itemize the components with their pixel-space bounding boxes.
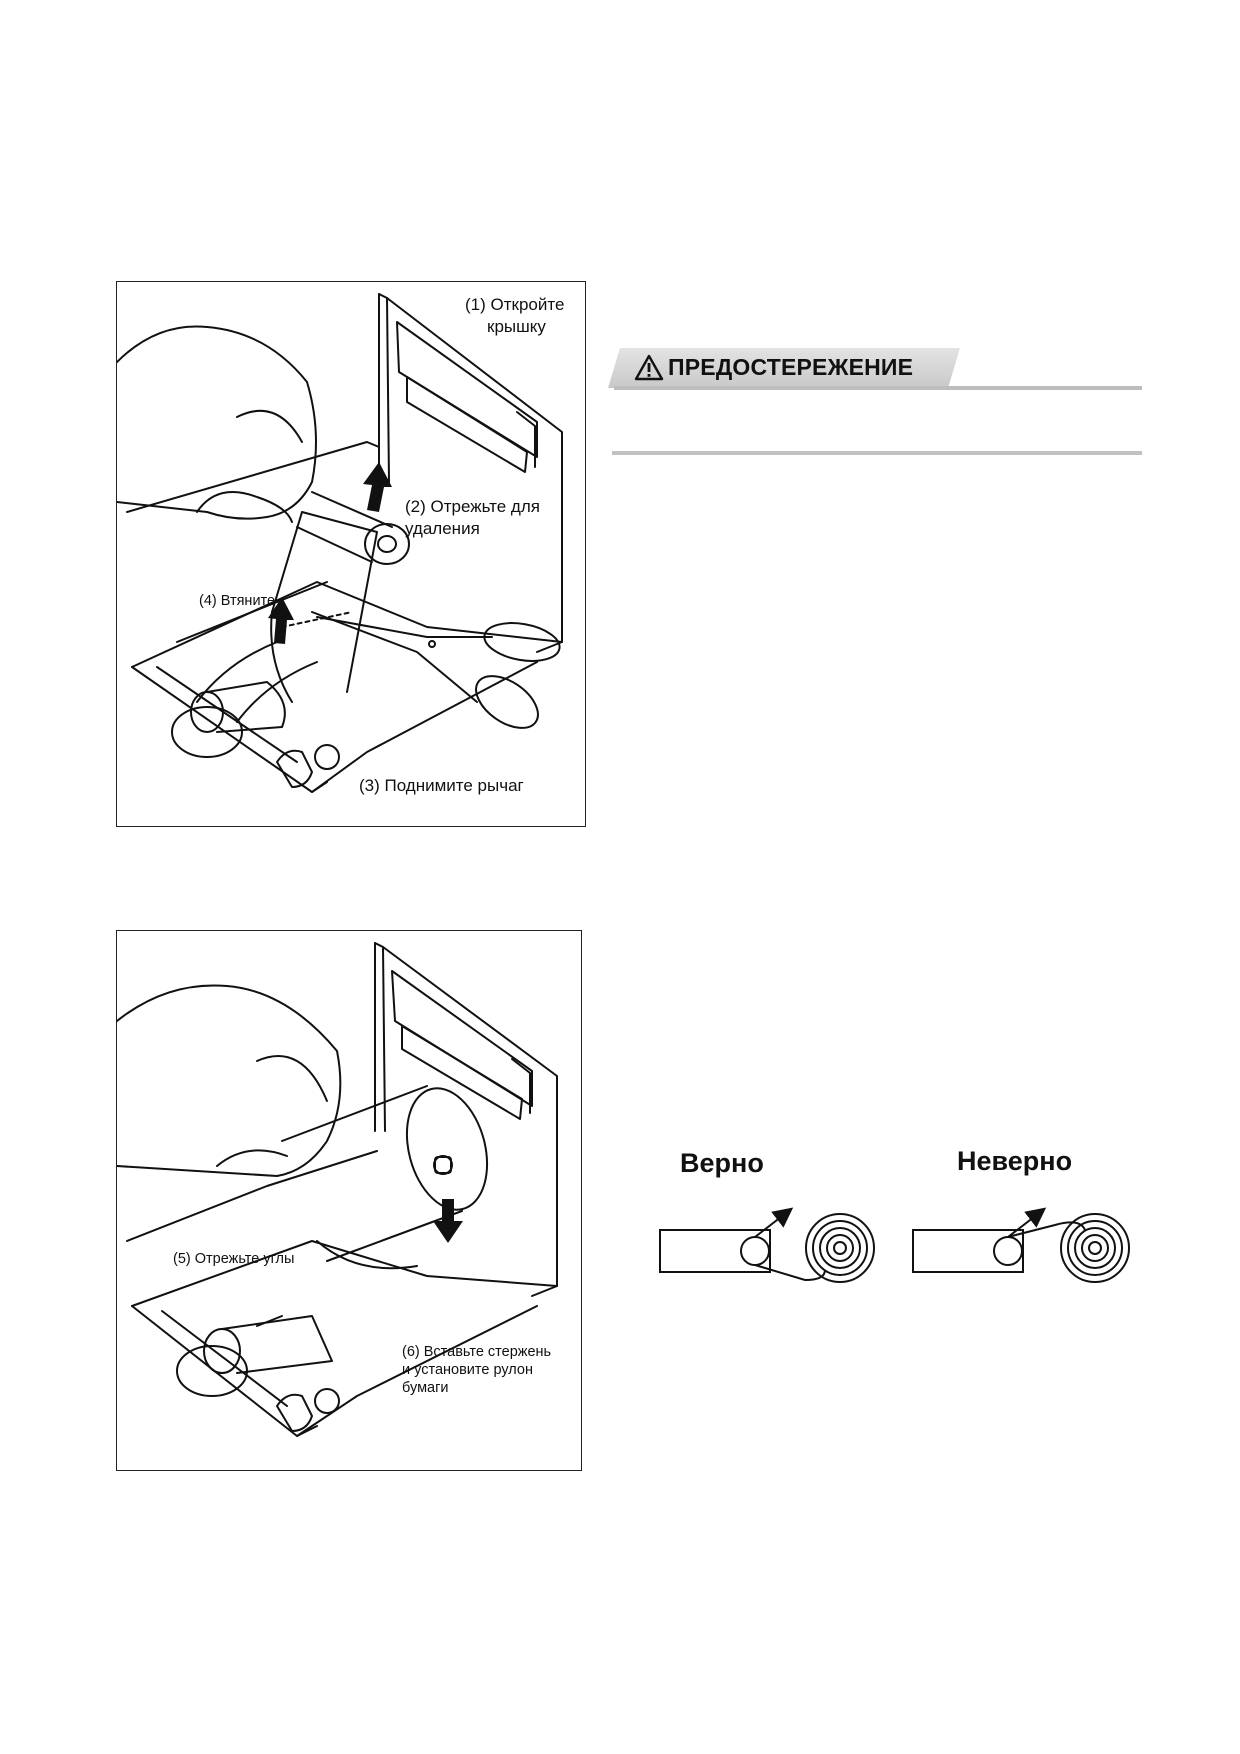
label-open-cover-2: крышку — [487, 317, 546, 336]
incorrect-label: Неверно — [957, 1146, 1073, 1176]
warning-triangle-icon — [634, 354, 664, 381]
roll-orientation-diagram — [659, 1207, 1130, 1283]
label-insert-2: и установите рулон — [402, 1362, 533, 1378]
label-open-cover-1: (1) Откройте — [465, 295, 565, 314]
caution-tab — [608, 348, 960, 388]
label-cut-corners: (5) Отрежьте углы — [173, 1251, 295, 1267]
correct-label: Верно — [680, 1148, 764, 1178]
figure-remove-old-roll: (1) Откройте крышку (2) Отрежьте для уда… — [116, 281, 586, 827]
figure-install-new-roll: (5) Отрежьте углы (6) Вставьте стержень … — [116, 930, 582, 1471]
printer-illustration-1 — [117, 293, 563, 793]
label-lift-lever: (3) Поднимите рычаг — [359, 776, 524, 795]
printer-illustration-2 — [117, 942, 558, 1437]
label-cut-2: удаления — [405, 519, 480, 538]
label-cut-1: (2) Отрежьте для — [405, 497, 540, 516]
caution-bottom-rule — [612, 451, 1142, 455]
caution-title: ПРЕДОСТЕРЕЖЕНИЕ — [668, 354, 914, 380]
label-insert-3: бумаги — [402, 1380, 449, 1396]
caution-underline — [614, 386, 1142, 390]
correct-roll-diagram — [659, 1207, 875, 1283]
caution-header: ПРЕДОСТЕРЕЖЕНИЕ — [608, 348, 1142, 394]
incorrect-roll-diagram — [912, 1207, 1130, 1283]
label-insert-1: (6) Вставьте стержень — [402, 1344, 552, 1360]
label-pull: (4) Втяните — [199, 593, 276, 609]
